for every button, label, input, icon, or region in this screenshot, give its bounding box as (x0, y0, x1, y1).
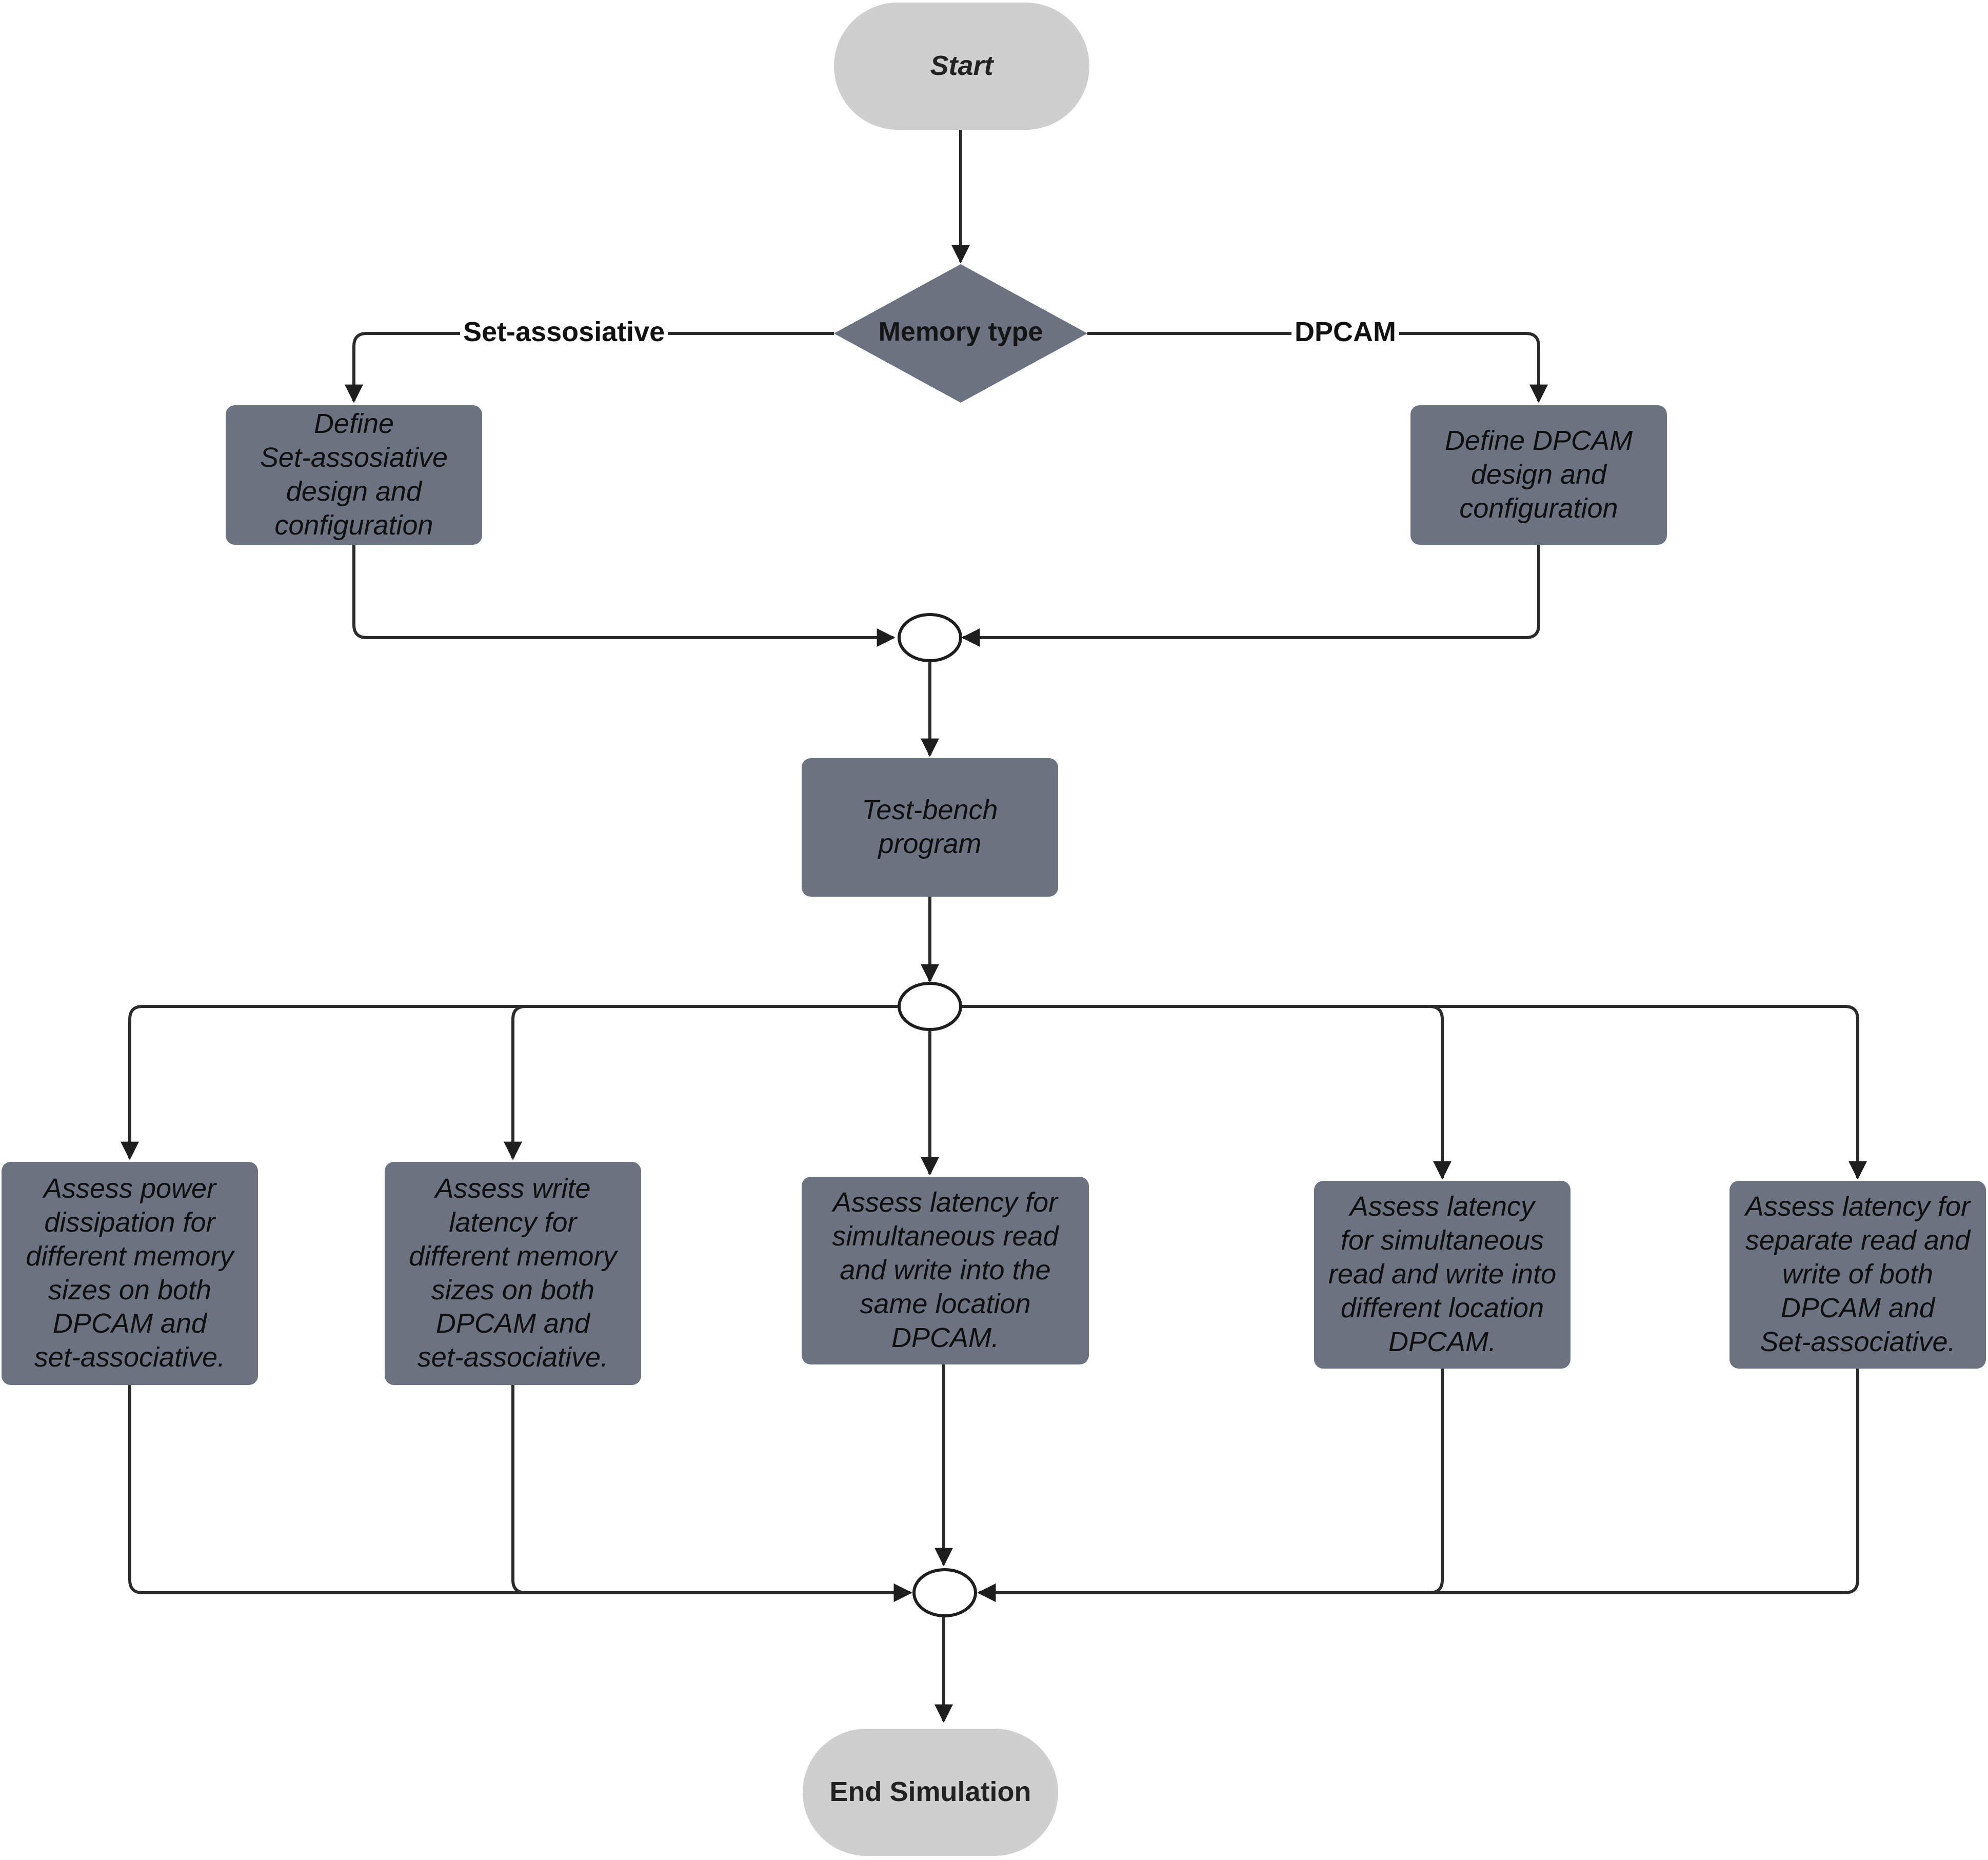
assess-latency-different-location-box: Assess latency for simultaneous read and… (1314, 1181, 1570, 1369)
connector-split-to-assess-different-location (962, 1005, 1452, 1180)
connector-assess-separate-to-merge (977, 1369, 1859, 1602)
branch-label-set-associative: Set-assosiative (460, 318, 668, 346)
connector-split-to-assess-power (121, 1005, 898, 1160)
define-dpcam-text: Define DPCAM design and configuration (1444, 425, 1633, 524)
assess-power-dissipation-box: Assess power dissipation for different m… (2, 1162, 258, 1385)
assess-latency-different-location-text: Assess latency for simultaneous read and… (1328, 1191, 1557, 1357)
connector-split-to-assess-write (504, 1005, 898, 1160)
connector-assess-power-to-merge (128, 1385, 912, 1602)
final-merge-junction (912, 1568, 977, 1617)
testbench-program-text: Test-bench program (862, 795, 998, 859)
testbench-program-box: Test-bench program (802, 758, 1058, 897)
assess-latency-same-location-text: Assess latency for simultaneous read and… (832, 1187, 1059, 1353)
define-set-associative-text: Define Set-assosiative design and config… (260, 408, 448, 541)
connector-split-to-assess-separate (962, 1005, 1867, 1180)
memory-type-label: Memory type (878, 317, 1043, 347)
define-dpcam-box: Define DPCAM design and configuration (1410, 405, 1667, 545)
connector-set-assoc-to-merge (352, 545, 896, 647)
end-simulation-terminal: End Simulation (803, 1729, 1058, 1856)
memory-type-decision (834, 264, 1087, 403)
end-label: End Simulation (829, 1776, 1031, 1808)
assess-write-latency-box: Assess write latency for different memor… (385, 1162, 641, 1385)
split-junction (898, 982, 962, 1031)
assess-latency-same-location-box: Assess latency for simultaneous read and… (802, 1177, 1089, 1364)
connector-assess-write-to-merge (511, 1385, 912, 1602)
merge-junction (898, 613, 962, 662)
assess-latency-separate-box: Assess latency for separate read and wri… (1729, 1181, 1986, 1369)
branch-label-dpcam: DPCAM (1291, 318, 1399, 346)
connector-dpcam-to-merge (961, 545, 1540, 647)
assess-power-dissipation-text: Assess power dissipation for different m… (26, 1173, 234, 1373)
define-set-associative-box: Define Set-assosiative design and config… (226, 405, 482, 545)
connector-assess-different-location-to-merge (977, 1369, 1444, 1602)
assess-latency-separate-text: Assess latency for separate read and wri… (1745, 1191, 1971, 1357)
connector-decision-to-dpcam (1087, 332, 1548, 403)
start-label: Start (930, 50, 993, 82)
start-terminal: Start (834, 3, 1089, 130)
connector-decision-to-set-assoc (345, 332, 834, 403)
assess-write-latency-text: Assess write latency for different memor… (409, 1173, 617, 1373)
